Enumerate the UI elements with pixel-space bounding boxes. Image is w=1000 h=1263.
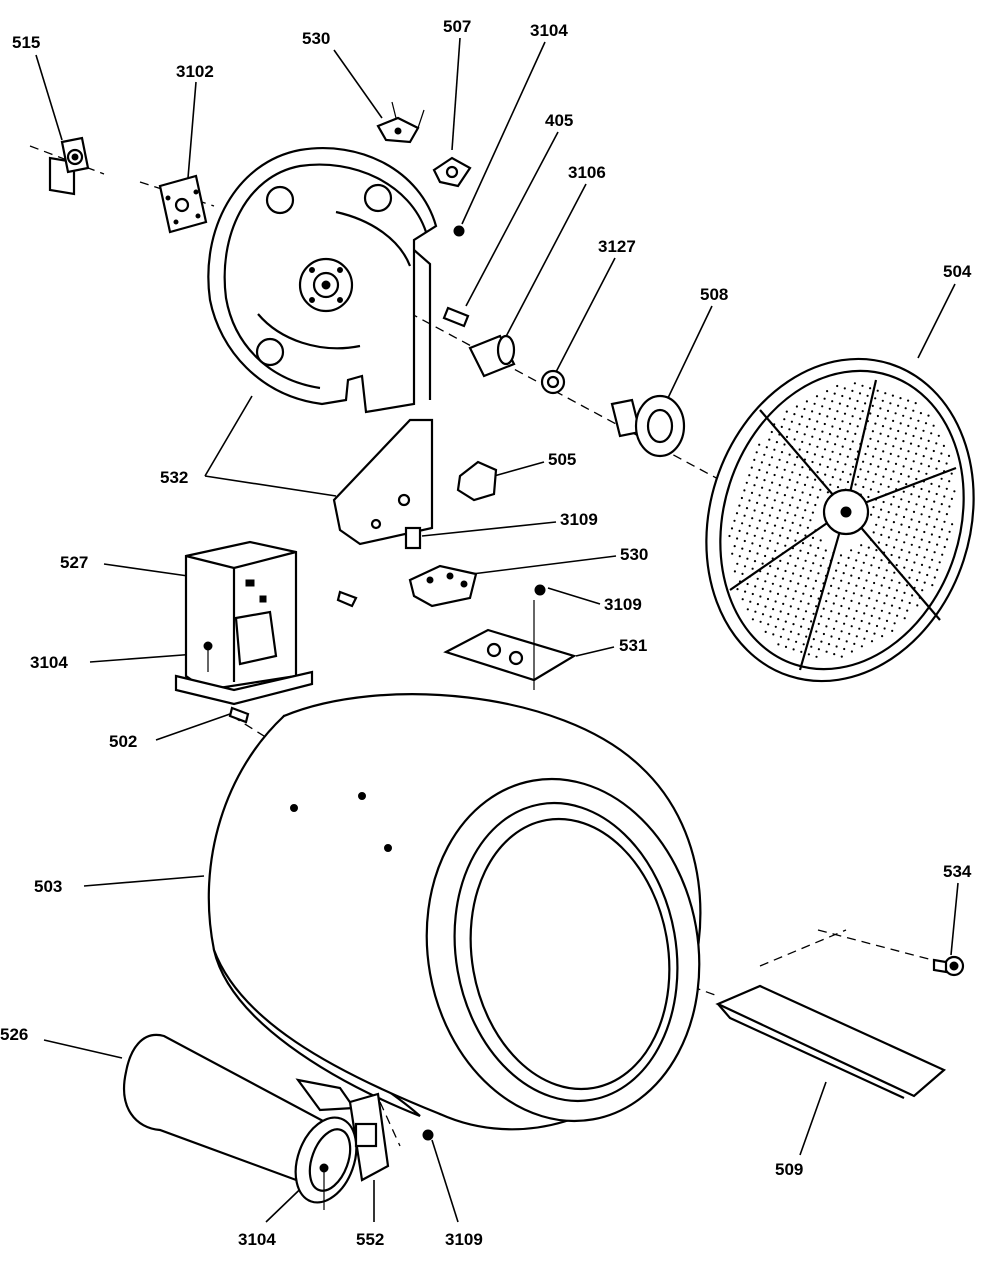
label-3127: 3127 bbox=[598, 237, 636, 256]
label-504: 504 bbox=[943, 262, 972, 281]
label-3109-mid: 3109 bbox=[560, 510, 598, 529]
label-509: 509 bbox=[775, 1160, 803, 1179]
part-531-plate bbox=[443, 584, 577, 690]
leader-lines bbox=[35, 37, 959, 1223]
part-532-lower-bracket bbox=[332, 418, 434, 550]
part-503-drum bbox=[207, 693, 702, 1131]
part-507-bearing bbox=[432, 156, 472, 188]
part-3106-shaft bbox=[468, 334, 516, 378]
label-530-mid: 530 bbox=[620, 545, 648, 564]
part-3109-bottom-screw bbox=[422, 1129, 434, 1141]
part-3104-top-screw bbox=[453, 225, 465, 237]
label-507: 507 bbox=[443, 17, 471, 36]
label-3104-top: 3104 bbox=[530, 21, 568, 40]
drum-back-perforation bbox=[728, 382, 956, 658]
part-534-screw bbox=[932, 955, 965, 977]
part-504-drum-back bbox=[705, 357, 975, 683]
label-3109-right: 3109 bbox=[604, 595, 642, 614]
label-3104-left: 3104 bbox=[30, 653, 68, 672]
part-527-idler-bracket bbox=[174, 540, 358, 706]
part-530-mid-thermostat bbox=[408, 564, 478, 608]
part-530-top-bracket bbox=[376, 101, 425, 144]
label-527: 527 bbox=[60, 553, 88, 572]
part-515-switch bbox=[48, 136, 90, 196]
label-505: 505 bbox=[548, 450, 576, 469]
label-3106: 3106 bbox=[568, 163, 606, 182]
label-531: 531 bbox=[619, 636, 647, 655]
part-3127-clip bbox=[540, 369, 566, 395]
part-508-drum-bearing bbox=[610, 394, 686, 458]
label-405: 405 bbox=[545, 111, 573, 130]
part-405-screw bbox=[442, 306, 470, 328]
label-552: 552 bbox=[356, 1230, 384, 1249]
label-508: 508 bbox=[700, 285, 728, 304]
part-3102-bracket bbox=[158, 174, 208, 234]
part-526-motor bbox=[123, 1033, 358, 1210]
label-502: 502 bbox=[109, 732, 137, 751]
label-534: 534 bbox=[943, 862, 972, 881]
label-515: 515 bbox=[12, 33, 40, 52]
part-552-switch bbox=[348, 1092, 390, 1182]
part-532-rear-bulkhead bbox=[207, 147, 438, 414]
label-3109-bottom: 3109 bbox=[445, 1230, 483, 1249]
part-502-screw bbox=[228, 706, 250, 724]
label-3102: 3102 bbox=[176, 62, 214, 81]
label-530-top: 530 bbox=[302, 29, 330, 48]
part-505-gasket bbox=[456, 460, 498, 502]
label-3104-bottom: 3104 bbox=[238, 1230, 276, 1249]
label-503: 503 bbox=[34, 877, 62, 896]
part-509-baffle bbox=[715, 984, 947, 1099]
label-532: 532 bbox=[160, 468, 188, 487]
label-526: 526 bbox=[0, 1025, 28, 1044]
